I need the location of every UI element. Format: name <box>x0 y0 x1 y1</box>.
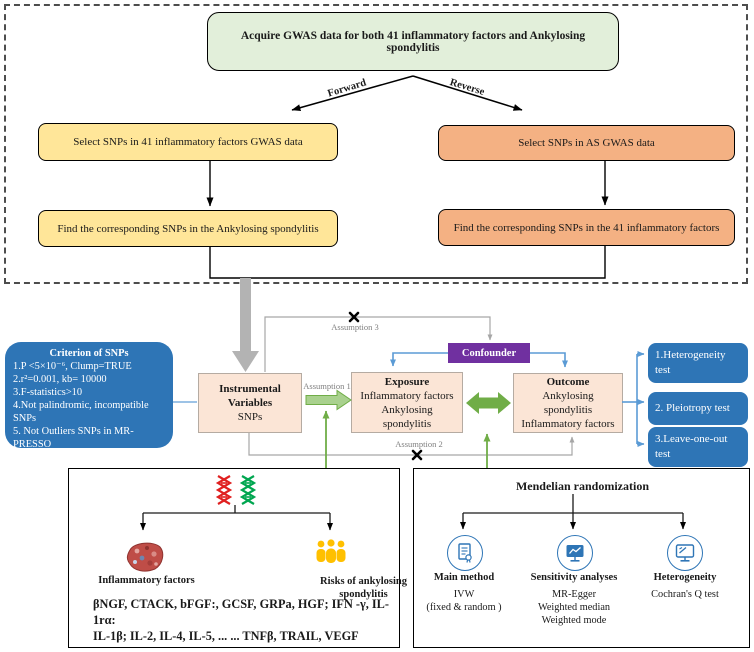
gwas-selection-dashed-region <box>4 4 748 284</box>
leave-one-out-test-box: 3.Leave-one-out test <box>648 427 748 467</box>
main-method-label: Main method <box>433 572 495 583</box>
outcome-line: Inflammatory factors <box>521 418 615 430</box>
pleiotropy-test-box: 2. Pleiotropy test <box>648 392 748 425</box>
find-snps-inflammatory-box: Find the corresponding SNPs in the 41 in… <box>438 209 735 246</box>
risks-label-line: spondylitis <box>339 589 388 600</box>
criterion-item: 3.F-statistics>10 <box>13 387 83 398</box>
outcome-line: Ankylosing <box>542 390 594 402</box>
main-method-line: IVW <box>453 589 475 600</box>
tissue-icon <box>125 539 165 578</box>
outcome-line: spondylitis <box>543 404 593 416</box>
risks-label-line: Risks of ankylosing <box>320 576 407 587</box>
iv-title: Variables <box>227 397 273 409</box>
exposure-title: Exposure <box>384 375 430 388</box>
cytokines-line: IL-1β; IL-2, IL-4, IL-5, ... ... TNFβ, T… <box>93 629 359 643</box>
inflammatory-factors-label: Inflammatory factors <box>98 575 195 586</box>
select-snps-as-box: Select SNPs in AS GWAS data <box>438 125 735 161</box>
confounder-box: Confounder <box>448 343 530 363</box>
sensitivity-line: Weighted mode <box>541 615 607 626</box>
find-snps-as-box: Find the corresponding SNPs in the Ankyl… <box>38 210 338 247</box>
criterion-item: 2.r²=0.001, kb= 10000 <box>13 374 107 385</box>
assumption1-label: Assumption 1 <box>303 381 351 391</box>
sensitivity-analyses-block: Sensitivity analyses MR-Egger Weighted m… <box>514 571 634 627</box>
exposure-line: Ankylosing <box>381 403 433 416</box>
people-icon <box>313 538 349 573</box>
heterogeneity-block: Heterogeneity Cochran's Q test <box>626 571 744 601</box>
cytokines-line: βNGF, CTACK, bFGF:, GCSF, GRPa, HGF; IFN… <box>93 597 389 627</box>
dna-red-icon <box>215 475 233 510</box>
sensitivity-line: MR-Egger <box>551 589 597 600</box>
assumption2-label: Assumption 2 <box>395 439 443 449</box>
assumption2-blocked-x <box>411 449 423 461</box>
sensitivity-line: Weighted median <box>537 602 611 613</box>
criterion-item: 5. Not Outliers SNPs in MR-PRESSO <box>13 426 134 450</box>
main-method-line: (fixed & random ) <box>426 602 502 613</box>
sensitivity-analyses-label: Sensitivity analyses <box>530 572 618 583</box>
exposure-line: spondylitis <box>382 417 432 430</box>
assumption3-blocked-x <box>348 311 360 323</box>
criterion-item: 1.P <5×10⁻⁶, Clump=TRUE <box>13 361 132 372</box>
snp-criteria-box: Criterion of SNPs 1.P <5×10⁻⁶, Clump=TRU… <box>5 342 173 450</box>
factors-panel: Inflammatory factors Risks of ankylosing… <box>68 468 407 648</box>
outcome-title: Outcome <box>546 376 590 388</box>
select-snps-inflammatory-box: Select SNPs in 41 inflammatory factors G… <box>38 123 338 161</box>
criterion-item: 4.Not palindromic, incompatible SNPs <box>13 400 149 424</box>
instrumental-variables-box: Instrumental Variables SNPs <box>198 373 302 433</box>
mendelian-randomization-panel: Mendelian randomization <box>413 468 750 648</box>
outcome-box: Outcome Ankylosing spondylitis Inflammat… <box>513 373 623 433</box>
monitor-chart-icon <box>557 535 593 571</box>
assumption3-label: Assumption 3 <box>331 322 379 332</box>
monitor-edit-icon <box>667 535 703 571</box>
heterogeneity-test-box: 1.Heterogeneity test <box>648 343 748 383</box>
heterogeneity-label: Heterogeneity <box>653 572 717 583</box>
acquire-gwas-box: Acquire GWAS data for both 41 inflammato… <box>207 12 619 71</box>
exposure-line: Inflammatory factors <box>360 389 454 402</box>
cytokines-list: βNGF, CTACK, bFGF:, GCSF, GRPa, HGF; IFN… <box>93 596 389 644</box>
document-icon <box>447 535 483 571</box>
heterogeneity-line: Cochran's Q test <box>651 589 719 600</box>
iv-title: Instrumental <box>219 383 281 395</box>
exposure-box: Exposure Inflammatory factors Ankylosing… <box>351 372 463 433</box>
iv-subtitle: SNPs <box>237 411 263 423</box>
risks-of-as-label: Risks of ankylosing spondylitis <box>291 575 436 601</box>
mr-panel-title: Mendelian randomization <box>515 479 649 493</box>
main-method-block: Main method IVW (fixed & random ) <box>414 571 514 614</box>
criterion-title: Criterion of SNPs <box>49 348 129 359</box>
dna-green-icon <box>239 475 257 510</box>
